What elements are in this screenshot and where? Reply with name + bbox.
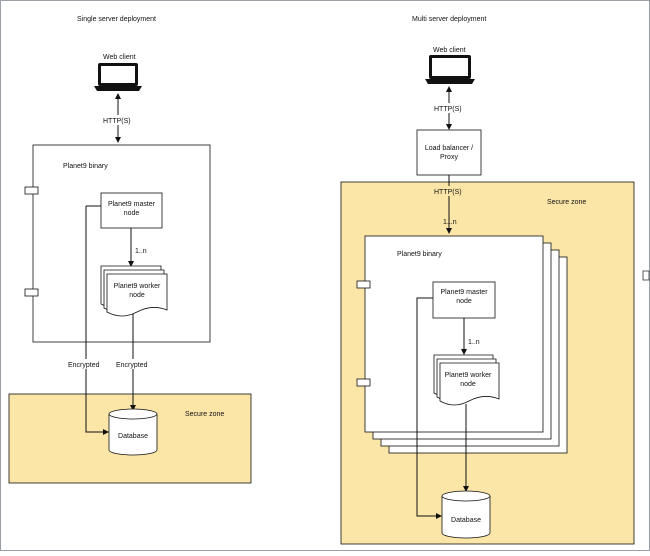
left-http-label: HTTP(S) [103,118,131,125]
right-http-top-bg [433,103,466,113]
left-binary-box [32,144,211,343]
right-multiplicity-label: 1..n [468,339,480,346]
load-balancer-box [416,129,482,176]
right-web-client-label: Web client [433,47,466,54]
right-worker-node-stack [433,354,500,406]
right-secure-zone-label: Secure zone [547,199,586,206]
right-binary-port-top [356,280,371,289]
right-master-to-db-connector [416,297,442,519]
multi-server-title: Multi server deployment [412,16,486,23]
left-binary-label: Planet9 binary [63,163,108,170]
left-database-label: Database [118,433,148,440]
load-balancer-label-1: Load balancer / [425,145,473,152]
left-binary-port-top [24,186,39,195]
right-binary-label: Planet9 binary [397,251,442,258]
edge-handle[interactable] [642,270,650,281]
right-worker-label-2: node [460,381,476,388]
left-encrypted-label-1: Encrypted [68,362,100,369]
single-server-section: Single server deployment Web client HTTP… [8,16,252,484]
load-balancer-label-2: Proxy [440,154,458,161]
right-database-icon [441,490,491,539]
left-encrypted-bg-1 [67,359,103,369]
left-encrypted-bg-2 [115,359,151,369]
left-secure-zone-label: Secure zone [185,411,224,418]
right-worker-label-1: Planet9 worker [445,372,492,379]
left-worker-label-1: Planet9 worker [114,283,161,290]
right-master-label-1: Planet9 master [440,289,488,296]
left-master-label-1: Planet9 master [108,201,156,208]
right-http-top-label: HTTP(S) [434,106,462,113]
left-worker-label-2: node [129,292,145,299]
left-worker-node-stack [100,265,168,317]
right-http-bottom-bg [433,186,466,196]
right-master-label-2: node [456,298,472,305]
right-laptop-icon [425,55,475,84]
left-binary-port-bottom [24,288,39,297]
left-database-icon [108,408,158,456]
single-server-title: Single server deployment [77,16,156,23]
right-http-bottom-label: HTTP(S) [434,189,462,196]
right-database-label: Database [451,517,481,524]
left-master-node [100,192,163,229]
left-http-label-bg [102,115,134,125]
left-master-to-db-connector [85,206,109,435]
left-web-client-label: Web client [103,54,136,61]
left-master-label-2: node [124,210,140,217]
left-laptop-icon [94,63,142,91]
multi-server-section: Multi server deployment Web client HTTP(… [340,16,635,545]
left-encrypted-label-2: Encrypted [116,362,148,369]
right-multiplicity-top-label: 1...n [443,219,457,226]
left-multiplicity-label: 1..n [135,248,147,255]
right-binary-port-bottom [356,378,371,387]
